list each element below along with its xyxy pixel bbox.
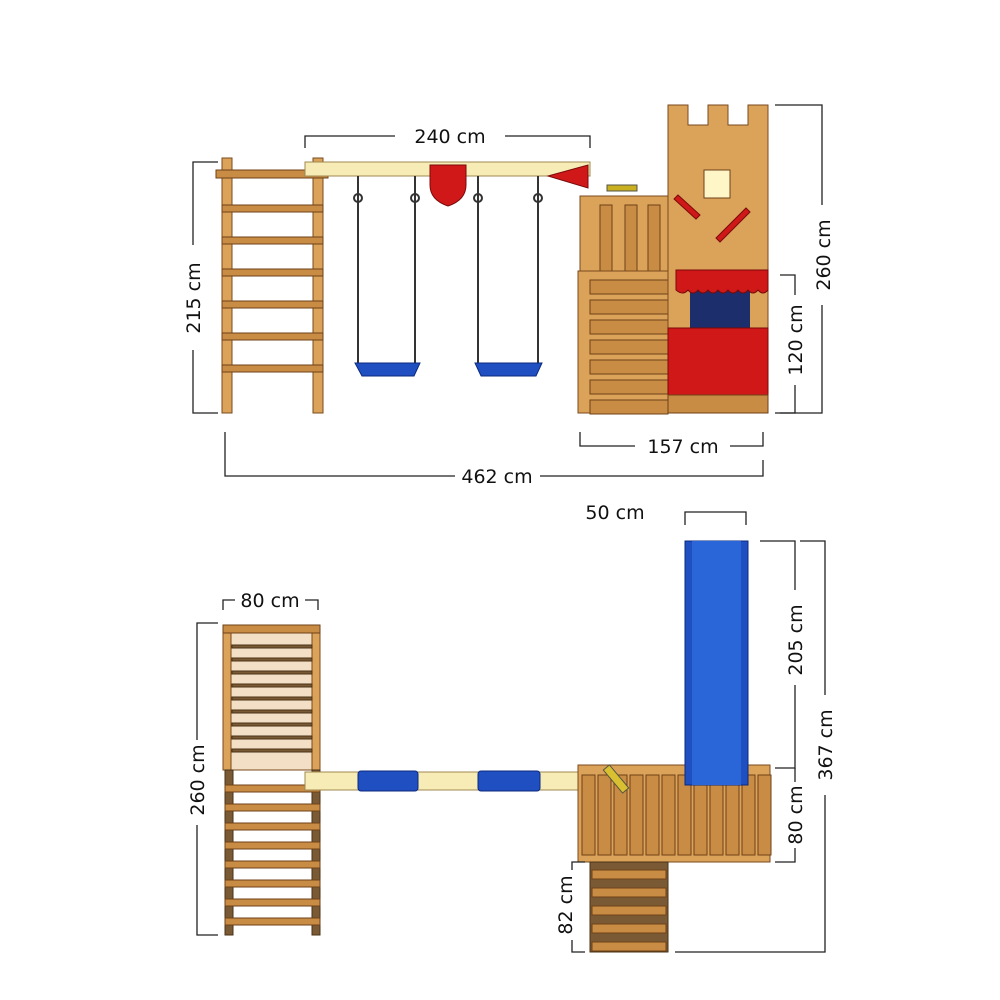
plank <box>589 399 669 415</box>
svg-text:260 cm: 260 cm <box>813 219 835 290</box>
svg-text:215 cm: 215 cm <box>183 262 205 333</box>
awning <box>675 269 769 294</box>
sword-icon <box>673 194 751 243</box>
net-rope <box>231 722 313 727</box>
svg-text:240 cm: 240 cm <box>414 126 485 148</box>
rung <box>224 917 321 926</box>
rung <box>221 204 324 213</box>
rung <box>224 879 321 888</box>
plank <box>589 319 669 335</box>
telescope-icon <box>602 764 630 794</box>
shield-icon <box>429 164 467 207</box>
flag-icon <box>546 164 589 189</box>
net-rope <box>231 709 313 714</box>
plank <box>589 279 669 295</box>
rung <box>221 332 324 341</box>
side-view: 240 cm 215 cm 260 cm 120 cm 157 cm 462 c… <box>183 104 835 488</box>
rung <box>224 822 321 831</box>
top-view: 50 cm 80 cm 260 cm 205 cm 367 cm 80 cm 8… <box>187 502 837 953</box>
svg-text:82 cm: 82 cm <box>555 875 577 934</box>
platform-top <box>577 764 772 863</box>
dim-climbing-frame-depth: 260 cm <box>187 622 218 936</box>
dim-total-depth: 367 cm <box>675 540 837 953</box>
plank <box>629 774 644 856</box>
dim-climbing-frame-width: 80 cm <box>222 590 319 612</box>
plank <box>709 774 724 856</box>
ladder-top <box>224 769 321 936</box>
rung <box>591 923 667 934</box>
dim-platform-depth: 80 cm <box>775 768 807 863</box>
plank <box>589 339 669 355</box>
net-rope <box>231 670 313 675</box>
rung <box>591 869 667 880</box>
telescope-icon <box>606 184 638 192</box>
rung <box>224 803 321 812</box>
rung <box>591 905 667 916</box>
svg-text:50 cm: 50 cm <box>585 502 644 524</box>
rung <box>224 841 321 850</box>
rung <box>221 268 324 277</box>
svg-text:462 cm: 462 cm <box>461 466 532 488</box>
net-rope <box>231 683 313 688</box>
plank <box>741 774 756 856</box>
rung <box>591 941 667 952</box>
svg-text:80 cm: 80 cm <box>240 590 299 612</box>
plank <box>661 774 676 856</box>
dim-slide-width: 50 cm <box>585 502 747 525</box>
rung <box>591 887 667 898</box>
plank <box>597 774 612 856</box>
net-rope <box>231 696 313 701</box>
rung <box>224 860 321 869</box>
dim-platform-height: 120 cm <box>780 274 807 414</box>
plank <box>693 774 708 856</box>
plank <box>581 774 596 856</box>
swing-seat-left[interactable] <box>357 770 419 792</box>
plank <box>613 774 628 856</box>
svg-text:157 cm: 157 cm <box>647 436 718 458</box>
rung <box>221 364 324 373</box>
dim-climbing-frame-height: 215 cm <box>183 161 218 414</box>
climbing-frame-top <box>222 624 321 771</box>
svg-text:205 cm: 205 cm <box>785 604 807 675</box>
dim-swing-beam: 240 cm <box>304 126 591 148</box>
plank <box>725 774 740 856</box>
platform-side <box>577 184 671 415</box>
svg-text:80 cm: 80 cm <box>785 785 807 844</box>
net-rope <box>231 657 313 662</box>
rung <box>221 236 324 245</box>
ladder-platform-top <box>589 861 669 953</box>
plank <box>677 774 692 856</box>
dim-slide-length: 205 cm <box>760 540 807 769</box>
plank <box>589 359 669 375</box>
plank <box>589 299 669 315</box>
dim-total-length: 462 cm <box>224 432 764 488</box>
dim-tower-width: 157 cm <box>579 432 764 458</box>
swing-seat-right[interactable] <box>477 770 541 792</box>
rung <box>224 898 321 907</box>
plank <box>589 379 669 395</box>
dim-ladder-length: 82 cm <box>555 861 585 953</box>
swing-right[interactable] <box>473 176 543 377</box>
svg-text:260 cm: 260 cm <box>187 744 209 815</box>
plank <box>645 774 660 856</box>
climbing-frame-side <box>215 157 329 414</box>
net-rope <box>231 735 313 740</box>
rung <box>221 300 324 309</box>
svg-text:367 cm: 367 cm <box>815 709 837 780</box>
plank <box>757 774 772 856</box>
svg-text:120 cm: 120 cm <box>785 304 807 375</box>
net-rope <box>231 644 313 649</box>
swing-beam-top <box>304 771 591 791</box>
swing-left[interactable] <box>353 176 421 377</box>
net-rope <box>231 748 313 753</box>
tower-side <box>667 104 769 414</box>
